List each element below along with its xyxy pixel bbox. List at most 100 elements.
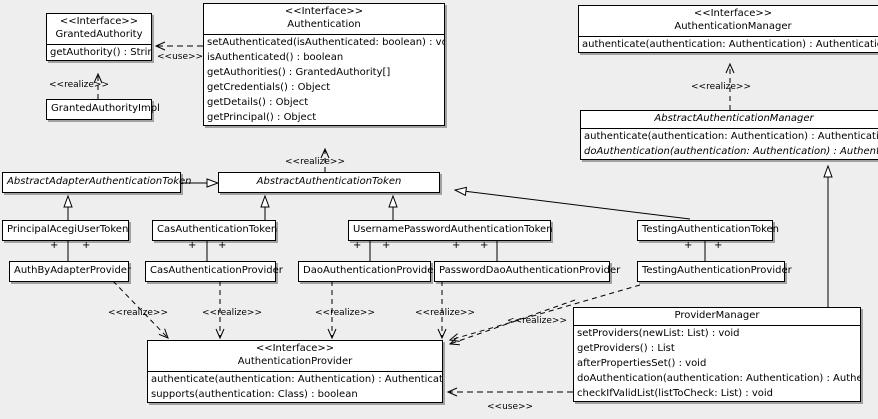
class-authentication[interactable]: <<Interface>> Authentication setAuthenti…: [203, 3, 445, 126]
edge-label-realize-grantedauthorityimpl: <<realize>>: [49, 80, 109, 90]
class-header: GrantedAuthorityImpl: [47, 100, 160, 119]
class-name: GrantedAuthorityImpl: [51, 103, 160, 114]
class-name: PrincipalAcegiUserToken: [7, 224, 129, 235]
class-name: AbstractAdapterAuthenticationToken: [7, 176, 192, 187]
class-abstract-authentication-token[interactable]: AbstractAuthenticationToken: [218, 172, 440, 193]
stereotype-label: <<Interface>>: [255, 343, 335, 354]
class-header: <<Interface>> AuthenticationManager: [579, 6, 878, 36]
class-header: <<Interface>> GrantedAuthority: [47, 14, 151, 44]
class-authentication-manager[interactable]: <<Interface>> AuthenticationManager auth…: [578, 5, 878, 53]
association-role-plus: +: [684, 240, 693, 251]
association-role-plus: +: [480, 240, 489, 251]
member-row: getCredentials() : Object: [207, 82, 331, 93]
member-row: setProviders(newList: List) : void: [577, 328, 740, 339]
class-authentication-provider[interactable]: <<Interface>> AuthenticationProvider aut…: [147, 340, 443, 403]
member-row: checkIfValidList(listToCheck: List) : vo…: [577, 388, 774, 399]
edge-label-realize-authbyadapterprovider: <<realize>>: [108, 308, 168, 318]
class-cas-authentication-token[interactable]: CasAuthenticationToken: [152, 220, 278, 241]
member-row: getAuthorities() : GrantedAuthority[]: [207, 67, 391, 78]
member-row: setAuthenticated(isAuthenticated: boolea…: [207, 37, 444, 48]
class-header: AbstractAuthenticationManager: [581, 111, 878, 128]
class-members: getAuthority() : String: [47, 44, 151, 60]
class-name: ProviderManager: [674, 310, 760, 321]
class-password-dao-authentication-provider[interactable]: PasswordDaoAuthenticationProvider: [434, 261, 621, 282]
member-row: doAuthentication(authentication: Authent…: [577, 373, 860, 384]
class-dao-authentication-provider[interactable]: DaoAuthenticationProvider: [298, 261, 438, 282]
edge-label-realize-casauthenticationprovider: <<realize>>: [202, 308, 262, 318]
member-row: getProviders() : List: [577, 343, 675, 354]
edge-label-realize-passworddaoprovider: <<realize>>: [415, 308, 475, 318]
class-principal-acegi-user-token[interactable]: PrincipalAcegiUserToken: [2, 220, 129, 241]
class-name: UsernamePasswordAuthenticationToken: [353, 224, 553, 235]
class-members: setProviders(newList: List) : void getPr…: [574, 325, 860, 401]
class-abstract-adapter-authentication-token[interactable]: AbstractAdapterAuthenticationToken: [2, 172, 192, 193]
association-role-plus: +: [382, 240, 391, 251]
class-granted-authority-impl[interactable]: GrantedAuthorityImpl: [46, 99, 160, 120]
class-name: TestingAuthenticationProvider: [642, 265, 792, 276]
class-header: AbstractAuthenticationToken: [219, 173, 439, 192]
class-testing-authentication-provider[interactable]: TestingAuthenticationProvider: [637, 261, 792, 282]
class-header: TestingAuthenticationProvider: [638, 262, 792, 281]
class-header: <<Interface>> AuthenticationProvider: [148, 341, 442, 371]
class-header: AbstractAdapterAuthenticationToken: [3, 173, 192, 192]
member-row: getDetails() : Object: [207, 97, 309, 108]
association-role-plus: +: [714, 240, 723, 251]
class-name: AuthenticationManager: [674, 21, 792, 32]
class-name: AbstractAuthenticationManager: [654, 113, 814, 124]
member-row: doAuthentication(authentication: Authent…: [584, 146, 878, 157]
class-header: CasAuthenticationToken: [153, 221, 278, 240]
class-header: <<Interface>> Authentication: [204, 4, 444, 34]
member-row: getPrincipal() : Object: [207, 112, 317, 123]
class-name: CasAuthenticationToken: [157, 224, 278, 235]
edge-label-realize-daoauthenticationprovider: <<realize>>: [315, 308, 375, 318]
class-cas-authentication-provider[interactable]: CasAuthenticationProvider: [145, 261, 283, 282]
class-auth-by-adapter-provider[interactable]: AuthByAdapterProvider: [9, 261, 132, 282]
edge-label-realize-providermanager: <<realize>>: [507, 316, 567, 326]
member-row: supports(authentication: Class) : boolea…: [151, 389, 358, 400]
member-row: isAuthenticated() : boolean: [207, 52, 344, 63]
edge-label-use-providermanager: <<use>>: [487, 402, 534, 412]
class-name: Authentication: [287, 19, 361, 30]
edge-generalization-testingauthenticationtoken: [455, 190, 691, 220]
edge-label-use-authentication-grantedauthority: <<use>>: [157, 52, 204, 62]
class-username-password-authentication-token[interactable]: UsernamePasswordAuthenticationToken: [348, 220, 553, 241]
class-header: AuthByAdapterProvider: [10, 262, 132, 281]
class-name: TestingAuthenticationToken: [642, 224, 780, 235]
stereotype-label: <<Interface>>: [284, 6, 364, 17]
association-role-plus: +: [452, 240, 461, 251]
association-role-plus: +: [188, 240, 197, 251]
edge-label-realize-abstractauthenticationtoken: <<realize>>: [285, 157, 345, 167]
class-name: CasAuthenticationProvider: [150, 265, 283, 276]
association-role-plus: +: [353, 240, 362, 251]
class-header: CasAuthenticationProvider: [146, 262, 283, 281]
class-testing-authentication-token[interactable]: TestingAuthenticationToken: [637, 220, 780, 241]
class-name: AuthByAdapterProvider: [14, 265, 132, 276]
class-name: GrantedAuthority: [55, 29, 143, 40]
class-granted-authority[interactable]: <<Interface>> GrantedAuthority getAuthor…: [46, 13, 152, 61]
member-row: authenticate(authentication: Authenticat…: [151, 374, 442, 385]
class-provider-manager[interactable]: ProviderManager setProviders(newList: Li…: [573, 307, 861, 402]
class-members: authenticate(authentication: Authenticat…: [579, 36, 878, 52]
member-row: authenticate(authentication: Authenticat…: [584, 131, 878, 142]
class-name: PasswordDaoAuthenticationProvider: [439, 265, 621, 276]
association-role-plus: +: [50, 240, 59, 251]
class-header: DaoAuthenticationProvider: [299, 262, 438, 281]
member-row: getAuthority() : String: [50, 47, 151, 58]
member-row: afterPropertiesSet() : void: [577, 358, 707, 369]
association-role-plus: +: [218, 240, 227, 251]
stereotype-label: <<Interface>>: [59, 16, 139, 27]
class-members: setAuthenticated(isAuthenticated: boolea…: [204, 34, 444, 125]
class-members: authenticate(authentication: Authenticat…: [148, 371, 442, 402]
class-name: AbstractAuthenticationToken: [256, 176, 402, 187]
association-role-plus: +: [82, 240, 91, 251]
class-header: PrincipalAcegiUserToken: [3, 221, 128, 240]
class-header: ProviderManager: [574, 308, 860, 325]
class-name: DaoAuthenticationProvider: [303, 265, 438, 276]
edge-label-realize-abstractauthenticationmanager: <<realize>>: [691, 82, 751, 92]
class-abstract-authentication-manager[interactable]: AbstractAuthenticationManager authentica…: [580, 110, 878, 160]
class-header: PasswordDaoAuthenticationProvider: [435, 262, 621, 281]
class-members: authenticate(authentication: Authenticat…: [581, 128, 878, 159]
class-header: TestingAuthenticationToken: [638, 221, 780, 240]
member-row: authenticate(authentication: Authenticat…: [582, 39, 878, 50]
